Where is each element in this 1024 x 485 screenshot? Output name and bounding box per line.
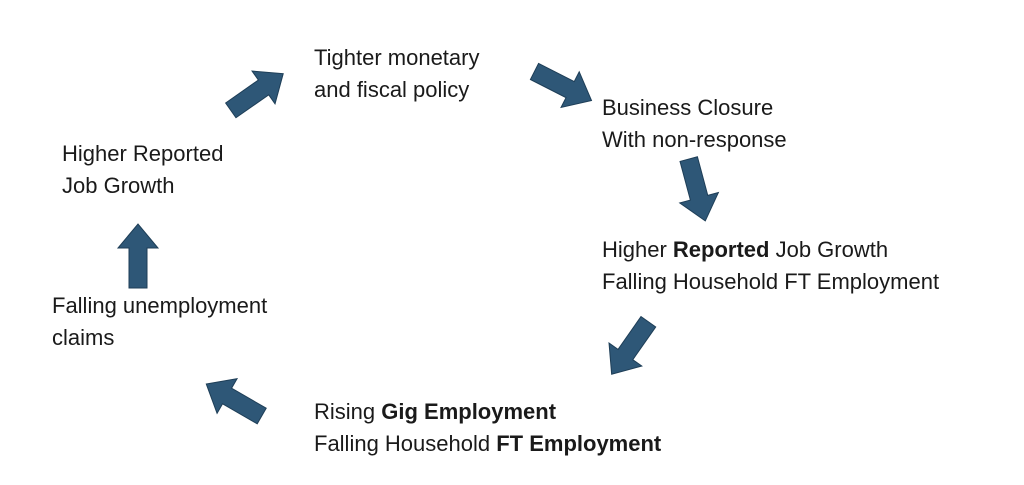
node-text: Higher Reported <box>62 141 224 166</box>
node-text: Falling Household FT Employment <box>602 269 940 294</box>
node-text: Job Growth <box>769 237 889 262</box>
node-line: Rising Gig Employment <box>314 396 661 428</box>
node-business-closure: Business Closure With non-response <box>602 92 787 156</box>
node-text: Higher <box>602 237 673 262</box>
node-text: Rising <box>314 399 382 424</box>
node-text: claims <box>52 325 115 350</box>
node-higher-job-growth: Higher Reported Job Growth <box>62 138 223 202</box>
node-text: Falling Household <box>314 431 497 456</box>
up-arrow-icon <box>117 223 159 289</box>
node-text-bold: Reported <box>672 237 770 262</box>
node-text: Tighter monetary <box>314 45 480 70</box>
node-text: Falling unemployment <box>52 293 268 318</box>
node-gig-employment: Rising Gig Employment Falling Household … <box>314 396 661 460</box>
node-text-bold: FT Employment <box>496 431 662 456</box>
up-left-arrow-icon <box>195 366 273 434</box>
node-unemployment-claims: Falling unemployment claims <box>52 290 267 354</box>
node-tighter-policy: Tighter monetary and fiscal policy <box>314 42 479 106</box>
node-line: Higher Reported Job Growth <box>602 234 939 266</box>
down-left-arrow-icon <box>594 309 666 387</box>
node-reported-job-growth: Higher Reported Job Growth Falling House… <box>602 234 939 298</box>
node-text: Business Closure <box>602 95 774 120</box>
node-text: Job Growth <box>62 173 175 198</box>
node-line: Falling Household FT Employment <box>314 428 661 460</box>
up-right-arrow-icon <box>218 56 296 128</box>
down-arrow-icon <box>668 153 726 227</box>
node-text: With non-response <box>602 127 787 152</box>
down-right-arrow-icon <box>524 53 602 119</box>
node-text-bold: Gig Employment <box>381 399 557 424</box>
node-text: and fiscal policy <box>314 77 470 102</box>
